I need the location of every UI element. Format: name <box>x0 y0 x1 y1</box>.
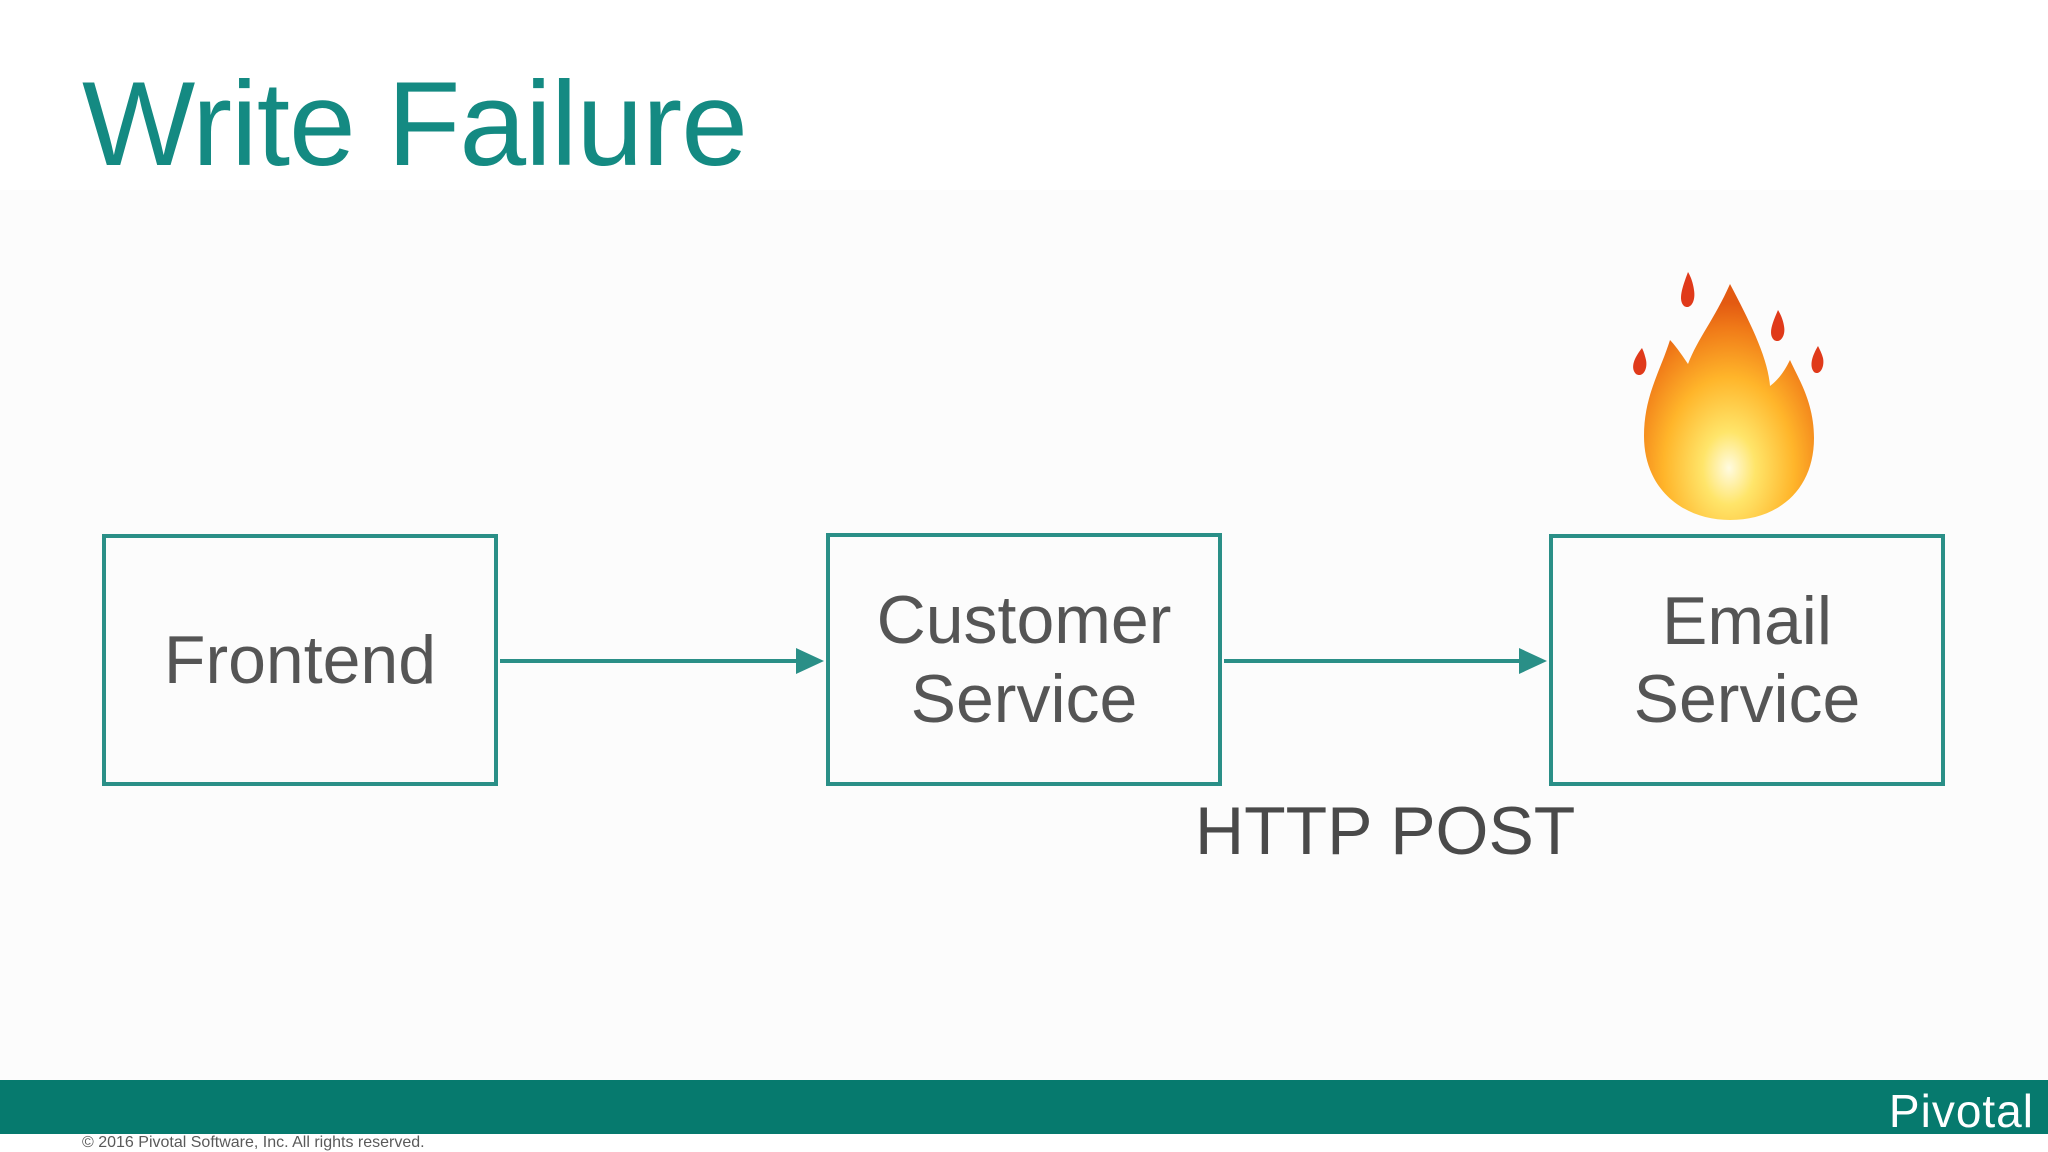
arrow-customer-service-to-email-service <box>1224 648 1547 674</box>
node-customer-service-label-line-2: Service <box>910 660 1138 737</box>
node-frontend-label: Frontend <box>163 621 437 698</box>
pivotal-logo: Pivotal <box>1888 1085 2034 1137</box>
node-email-service-label-line-1: Email <box>1661 582 1833 659</box>
node-customer-service-label-line-1: Customer <box>876 582 1172 659</box>
node-email-service-label-line-2: Service <box>1633 661 1861 737</box>
fire-icon <box>1633 272 1824 520</box>
node-customer-service: Customer Service <box>826 533 1222 786</box>
copyright-text: © 2016 Pivotal Software, Inc. All rights… <box>82 1134 425 1151</box>
slide-title: Write Failure <box>82 57 748 191</box>
arrow-frontend-to-customer-service <box>500 648 824 674</box>
node-email-service: Email Service <box>1549 534 1945 786</box>
footer-bar <box>0 1080 2048 1134</box>
edge-label-http-post: HTTP POST <box>1195 793 1576 869</box>
node-frontend: Frontend <box>102 534 498 786</box>
